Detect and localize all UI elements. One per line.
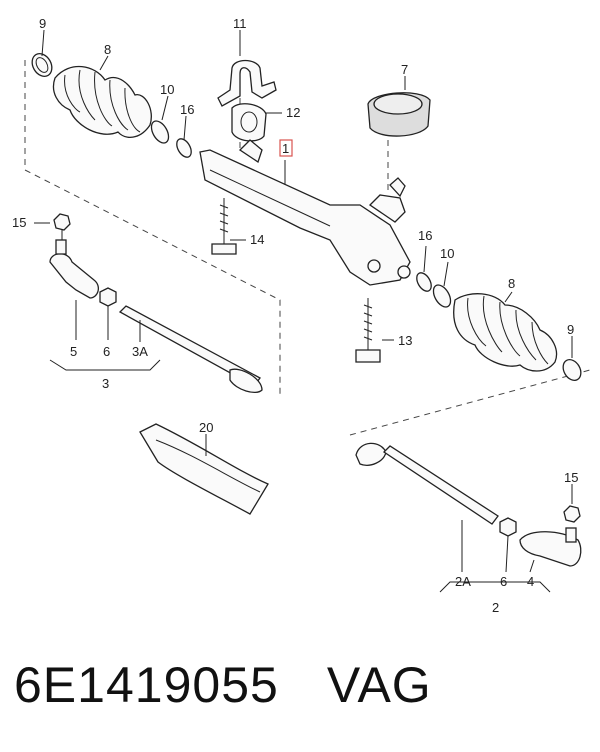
callout-11: 11 [233, 16, 247, 31]
leader-lines [34, 29, 573, 593]
tie-rod-left [118, 305, 263, 394]
steering-boot-right [453, 293, 558, 372]
grease-tube [139, 423, 269, 515]
bolt-13 [355, 298, 381, 363]
highlight-box [279, 139, 293, 157]
callout-16-right: 16 [418, 228, 432, 243]
callout-10-left: 10 [160, 82, 174, 97]
seal-ring-right [416, 272, 432, 292]
callout-5: 5 [70, 344, 77, 359]
part-caption: 6E1419055 VAG [14, 656, 432, 714]
steering-rack [199, 139, 411, 286]
callout-7: 7 [401, 62, 408, 77]
steering-boot-left [52, 65, 152, 138]
callout-15-right: 15 [564, 470, 578, 485]
tie-rod-end-left [49, 239, 100, 299]
callout-6-right: 6 [500, 574, 507, 589]
callout-3a: 3A [132, 344, 148, 359]
callout-4: 4 [527, 574, 534, 589]
diagram-svg: 9 8 10 16 11 12 7 1 15 14 5 6 3A 3 20 16… [12, 16, 591, 615]
callout-14: 14 [250, 232, 264, 247]
callout-1: 1 [282, 141, 289, 156]
callout-9-right: 9 [567, 322, 574, 337]
callout-20: 20 [199, 420, 213, 435]
tie-rod-right [355, 442, 499, 525]
callout-2: 2 [492, 600, 499, 615]
brand-name: VAG [326, 657, 432, 713]
callout-6-left: 6 [103, 344, 110, 359]
mounting-block [367, 92, 431, 137]
callout-labels: 9 8 10 16 11 12 7 1 15 14 5 6 3A 3 20 16… [12, 16, 578, 615]
hose-clamp-left [31, 53, 53, 77]
callout-10-right: 10 [440, 246, 454, 261]
callout-15-left: 15 [12, 215, 26, 230]
mounting-bracket [217, 59, 277, 107]
callout-12: 12 [286, 105, 300, 120]
nut-6-right [499, 517, 517, 537]
callout-16-left: 16 [180, 102, 194, 117]
bolt-14 [211, 198, 237, 255]
clamp-ring-left [150, 120, 170, 144]
hose-clamp-right [562, 359, 582, 381]
nut-6-left [99, 287, 117, 307]
seal-ring-left [176, 138, 192, 158]
rubber-bush [231, 103, 267, 142]
tie-rod-end-right [519, 527, 582, 567]
callout-9-left: 9 [39, 16, 46, 31]
callout-3: 3 [102, 376, 109, 391]
callout-2a: 2A [455, 574, 471, 589]
nut-right [563, 505, 581, 523]
callout-13: 13 [398, 333, 412, 348]
part-number: 6E1419055 [14, 657, 279, 713]
callout-8-right: 8 [508, 276, 515, 291]
callout-8-left: 8 [104, 42, 111, 57]
clamp-ring-right [432, 284, 452, 308]
